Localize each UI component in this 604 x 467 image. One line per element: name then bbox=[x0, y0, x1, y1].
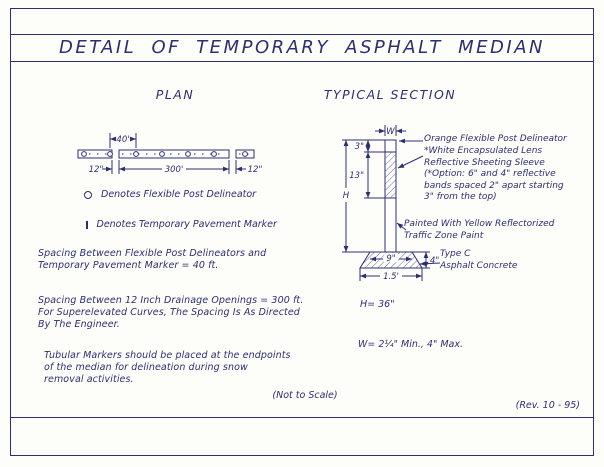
dimension-40ft: 40' bbox=[109, 133, 137, 148]
strip-segment-right bbox=[235, 149, 255, 159]
section-drawing: W 3" 13" H 9" bbox=[342, 125, 441, 282]
dimension-h: H bbox=[342, 140, 370, 253]
dim-13in-label: 13" bbox=[349, 171, 364, 181]
median-strip bbox=[77, 149, 255, 159]
dim-base-width-label: 1.5' bbox=[383, 272, 399, 282]
dimension-13in: 13" bbox=[349, 152, 385, 199]
dim-4in-label: 4" bbox=[430, 256, 439, 266]
post-delineator-circles bbox=[81, 151, 248, 157]
dimension-4in: 4" bbox=[412, 251, 439, 269]
dim-h-label: H bbox=[343, 191, 350, 201]
leader-paint bbox=[396, 222, 407, 231]
plan-heading: PLAN bbox=[155, 87, 195, 102]
dim-12in-left-label: 12" bbox=[89, 165, 104, 175]
note-h-value: H= 36" bbox=[360, 299, 395, 310]
revision-note: (Rev. 10 - 95) bbox=[515, 400, 580, 411]
leader-sleeve bbox=[397, 155, 424, 169]
title-band-bottom-line bbox=[10, 61, 594, 62]
legend-marker-label: Denotes Temporary Pavement Marker bbox=[96, 219, 277, 230]
sheet-border bbox=[10, 8, 594, 456]
title-band-top-line bbox=[10, 34, 594, 35]
legend-delineator-label: Denotes Flexible Post Delineator bbox=[101, 189, 257, 200]
typical-section-heading: TYPICAL SECTION bbox=[323, 87, 457, 102]
dimension-12in-left: 12" bbox=[89, 160, 120, 175]
dimension-12in-right: 12" bbox=[236, 165, 262, 175]
footer-line bbox=[10, 417, 594, 418]
note-tubular-markers: Tubular Markers should be placed at the … bbox=[44, 350, 291, 385]
dim-9in-label: 9" bbox=[386, 254, 395, 264]
pavement-marker-tick-icon bbox=[86, 220, 88, 229]
dim-3in-label: 3" bbox=[355, 142, 364, 152]
reflective-sleeve-hatch bbox=[384, 151, 397, 199]
dimension-9in: 9" bbox=[370, 253, 412, 264]
note-spacing-posts: Spacing Between Flexible Post Delineator… bbox=[38, 248, 267, 271]
dimension-3in: 3" bbox=[342, 139, 385, 153]
plan-drawing: 40' 12" bbox=[77, 133, 262, 175]
dimension-base-width: 1.5' bbox=[359, 268, 423, 282]
legend-item-marker: Denotes Temporary Pavement Marker bbox=[84, 219, 277, 230]
not-to-scale-note: (Not to Scale) bbox=[272, 390, 338, 401]
callout-yellow-paint: Painted With Yellow Reflectorized Traffi… bbox=[404, 219, 555, 241]
callout-reflective-sleeve: *White Encapsulated Lens Reflective Shee… bbox=[424, 146, 564, 203]
callout-orange-post: Orange Flexible Post Delineator bbox=[424, 134, 567, 144]
strip-segment-middle bbox=[118, 149, 230, 159]
leader-asphalt bbox=[419, 261, 441, 267]
dimension-w: W bbox=[375, 125, 406, 137]
dim-40ft-label: 40' bbox=[116, 135, 129, 145]
delineator-circle-icon bbox=[84, 190, 92, 199]
note-spacing-drainage: Spacing Between 12 Inch Drainage Opening… bbox=[38, 295, 304, 330]
dim-12in-right-label: 12" bbox=[248, 165, 263, 175]
drawing-title: DETAIL OF TEMPORARY ASPHALT MEDIAN bbox=[59, 37, 545, 58]
callout-asphalt-concrete: Type C Asphalt Concrete bbox=[440, 249, 518, 271]
legend-item-delineator: Denotes Flexible Post Delineator bbox=[84, 189, 256, 200]
dimension-300ft: 300' bbox=[119, 160, 237, 175]
note-w-value: W= 2¼" Min., 4" Max. bbox=[358, 339, 464, 350]
leader-lines bbox=[396, 138, 441, 267]
dim-300ft-label: 300' bbox=[165, 165, 184, 175]
dim-w-label: W bbox=[386, 127, 395, 137]
